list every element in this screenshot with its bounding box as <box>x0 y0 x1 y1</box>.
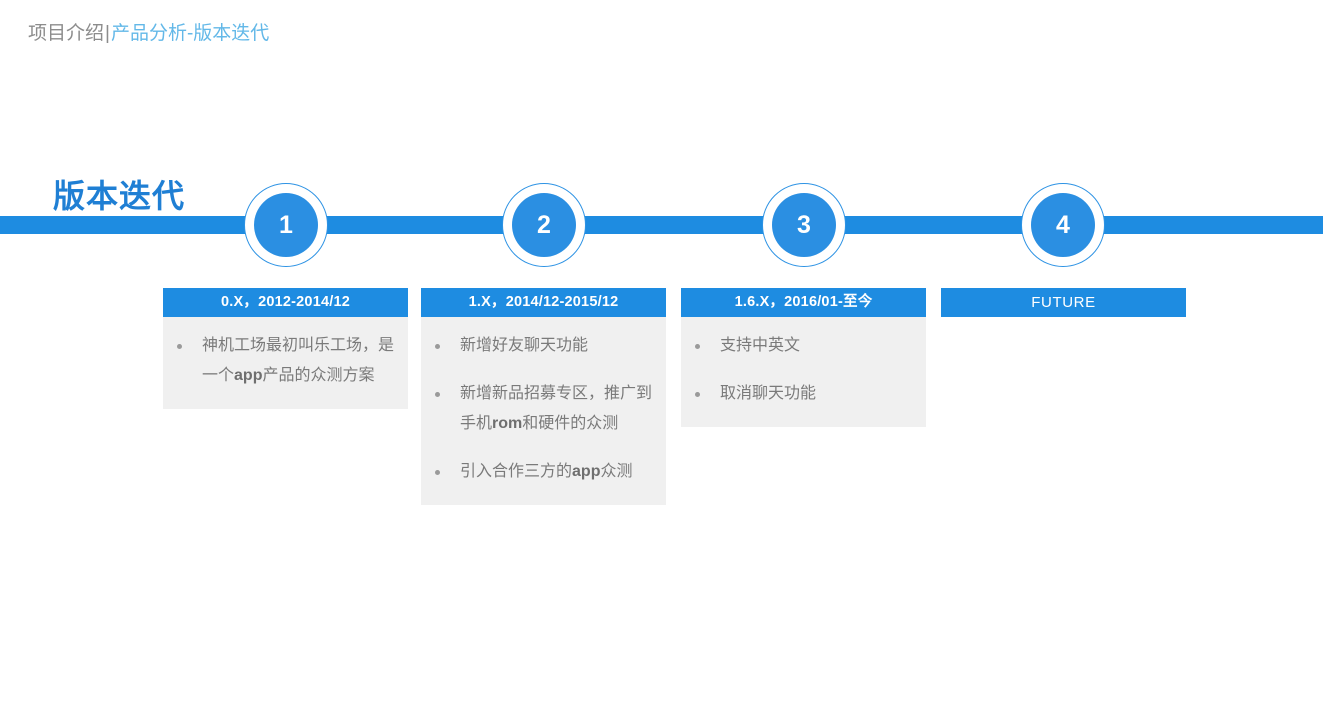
page-title: 版本迭代 <box>53 178 186 214</box>
list-item: 取消聊天功能 <box>693 379 912 409</box>
bullet-dot-icon <box>435 344 440 349</box>
list-item: 支持中英文 <box>693 331 912 361</box>
timeline-node-3[interactable]: 3 <box>762 183 846 267</box>
version-card-1: 0.X，2012-2014/12 神机工场最初叫乐工场，是一个app产品的众测方… <box>163 288 408 409</box>
breadcrumb-primary[interactable]: 项目介绍 <box>28 23 105 44</box>
list-item-text: 取消聊天功能 <box>720 385 817 402</box>
timeline-node-1[interactable]: 1 <box>244 183 328 267</box>
list-item-text: 神机工场最初叫乐工场，是一个app产品的众测方案 <box>202 337 395 384</box>
bullet-dot-icon <box>435 470 440 475</box>
list-item-text: 引入合作三方的app众测 <box>460 463 633 480</box>
list-item-text: 新增新品招募专区，推广到手机rom和硬件的众测 <box>460 385 653 432</box>
version-card-2: 1.X，2014/12-2015/12 新增好友聊天功能新增新品招募专区，推广到… <box>421 288 666 505</box>
version-card-4-header: FUTURE <box>941 288 1186 317</box>
version-card-2-body: 新增好友聊天功能新增新品招募专区，推广到手机rom和硬件的众测引入合作三方的ap… <box>421 317 666 505</box>
timeline-node-1-number: 1 <box>254 193 318 257</box>
list-item-text: 支持中英文 <box>720 337 801 354</box>
bullet-dot-icon <box>695 392 700 397</box>
list-item: 神机工场最初叫乐工场，是一个app产品的众测方案 <box>175 331 394 391</box>
timeline-node-3-number: 3 <box>772 193 836 257</box>
bullet-dot-icon <box>177 344 182 349</box>
list-item: 新增新品招募专区，推广到手机rom和硬件的众测 <box>433 379 652 439</box>
timeline-track <box>0 216 1323 234</box>
version-card-4: FUTURE <box>941 288 1186 317</box>
list-item-text: 新增好友聊天功能 <box>460 337 589 354</box>
version-card-3-body: 支持中英文取消聊天功能 <box>681 317 926 427</box>
version-card-2-header: 1.X，2014/12-2015/12 <box>421 288 666 317</box>
timeline-node-2-number: 2 <box>512 193 576 257</box>
version-card-1-header: 0.X，2012-2014/12 <box>163 288 408 317</box>
version-card-1-body: 神机工场最初叫乐工场，是一个app产品的众测方案 <box>163 317 408 409</box>
timeline-node-4[interactable]: 4 <box>1021 183 1105 267</box>
breadcrumb: 项目介绍|产品分析-版本迭代 <box>28 21 269 47</box>
list-item: 新增好友聊天功能 <box>433 331 652 361</box>
breadcrumb-current[interactable]: 产品分析-版本迭代 <box>110 23 270 44</box>
bullet-dot-icon <box>695 344 700 349</box>
timeline-node-2[interactable]: 2 <box>502 183 586 267</box>
timeline-node-4-number: 4 <box>1031 193 1095 257</box>
breadcrumb-separator: | <box>105 23 110 44</box>
version-card-3-header: 1.6.X，2016/01-至今 <box>681 288 926 317</box>
version-card-3: 1.6.X，2016/01-至今 支持中英文取消聊天功能 <box>681 288 926 427</box>
list-item: 引入合作三方的app众测 <box>433 457 652 487</box>
bullet-dot-icon <box>435 392 440 397</box>
